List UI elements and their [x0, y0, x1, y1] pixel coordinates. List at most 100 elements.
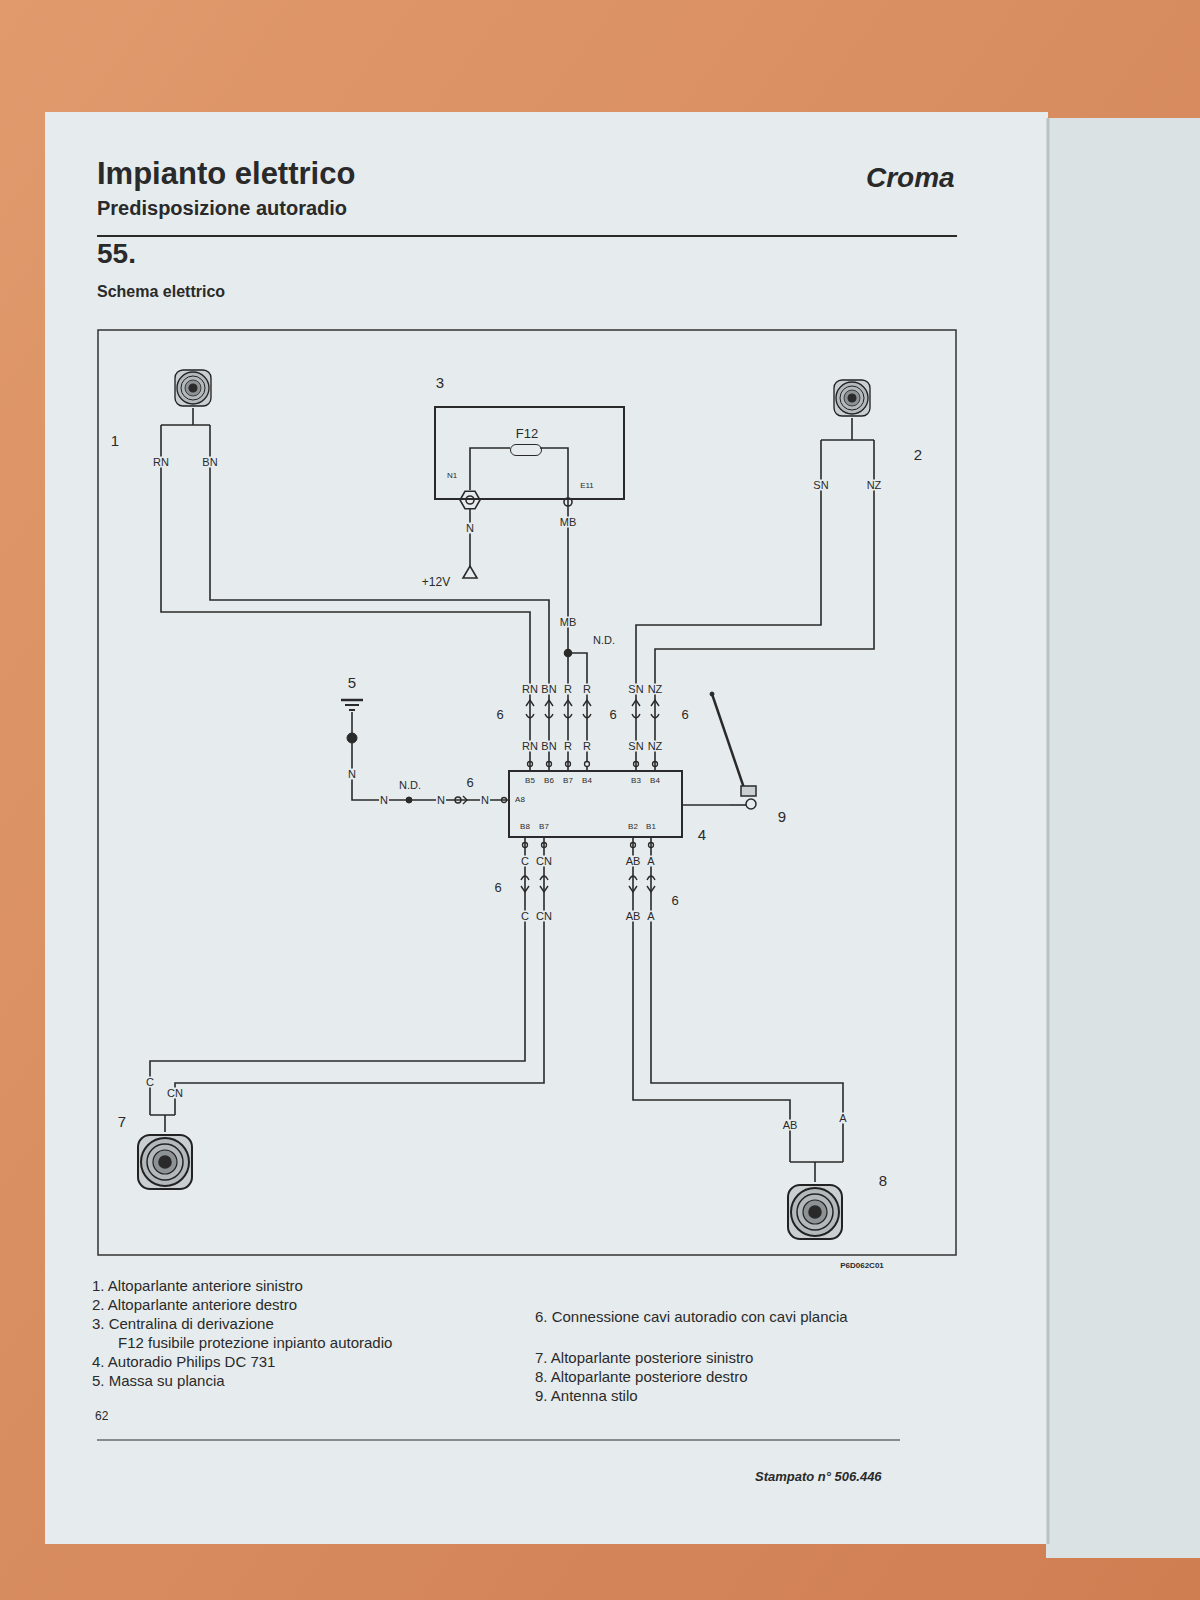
footer-rule — [97, 1440, 900, 1441]
wire-code: AB — [625, 856, 642, 867]
wire — [633, 838, 790, 1150]
wire-code: SN — [812, 480, 829, 491]
callout-number: 6 — [680, 708, 689, 721]
legend-item: F12 fusibile protezione inpianto autorad… — [118, 1335, 392, 1350]
wire-code: RN — [152, 457, 170, 468]
header-rule — [97, 235, 957, 237]
legend-item: 8. Altoparlante posteriore destro — [535, 1369, 748, 1384]
legend-item: 7. Altoparlante posteriore sinistro — [535, 1350, 753, 1365]
wire-code: NZ — [647, 684, 664, 695]
wire-code: C — [520, 911, 530, 922]
callout-number: 9 — [777, 809, 787, 824]
note: N.D. — [398, 780, 422, 791]
wire-code: CN — [535, 911, 553, 922]
wire-code: NZ — [647, 741, 664, 752]
wire — [150, 838, 525, 1103]
wire-code: N — [347, 769, 357, 780]
wire-code: C — [145, 1077, 155, 1088]
wire-code: N — [465, 523, 475, 534]
wire-code: N — [379, 795, 389, 806]
callout-number: 6 — [465, 776, 474, 789]
wire-code: BN — [540, 741, 557, 752]
wire-code: R — [582, 684, 592, 695]
callout-number: 8 — [878, 1173, 888, 1188]
wire-code: CN — [535, 856, 553, 867]
callout-number: 7 — [117, 1114, 127, 1129]
callout-number: 5 — [347, 675, 357, 690]
pin-name: B6 — [543, 777, 555, 785]
callout-number: 3 — [435, 375, 445, 390]
print-code: Stampato n° 506.446 — [755, 1470, 882, 1483]
ground-point: 5 — [340, 696, 364, 750]
wire-code: NZ — [866, 480, 883, 491]
wire-code: N — [436, 795, 446, 806]
wire-code: AB — [625, 911, 642, 922]
wire-code: BN — [540, 684, 557, 695]
wire-code: N — [480, 795, 490, 806]
subtitle: Predisposizione autoradio — [97, 198, 347, 218]
legend-item: 5. Massa su plancia — [92, 1373, 225, 1388]
wire — [567, 500, 569, 770]
radio-pins — [502, 762, 658, 848]
legend-item: 9. Antenna stilo — [535, 1388, 638, 1403]
legend-item: 4. Autoradio Philips DC 731 — [92, 1354, 275, 1369]
callout-number: 6 — [495, 708, 504, 721]
speaker-rear-right: 8 — [772, 1150, 862, 1245]
wire-code: CN — [166, 1088, 184, 1099]
note: N.D. — [592, 635, 616, 646]
wire-code: C — [520, 856, 530, 867]
callout-number: 1 — [110, 433, 120, 448]
pin-name: B3 — [630, 777, 642, 785]
facing-page — [1046, 118, 1200, 1558]
wire — [161, 440, 530, 770]
section-number: 55. — [97, 240, 136, 268]
pin-name: B2 — [627, 823, 639, 831]
wire-code: BN — [201, 457, 218, 468]
voltage-label: +12V — [421, 576, 451, 588]
wire — [210, 440, 549, 770]
page-number: 62 — [95, 1410, 108, 1422]
wire-code: AB — [782, 1120, 799, 1131]
figure-code: P6D062C01 — [839, 1262, 885, 1270]
junction-box: 3F12 — [434, 406, 625, 500]
junction-box-wiring — [460, 448, 572, 578]
brand-name: Croma — [866, 164, 955, 192]
section-heading: Schema elettrico — [97, 284, 225, 300]
wire — [683, 804, 730, 806]
pin-name: N1 — [446, 472, 458, 480]
wire-code: R — [582, 741, 592, 752]
wire — [636, 462, 821, 770]
wire-code: R — [563, 741, 573, 752]
legend-item: 6. Connessione cavi autoradio con cavi p… — [535, 1308, 880, 1327]
wire-code: R — [563, 684, 573, 695]
pin-name: B1 — [645, 823, 657, 831]
callout-number: F12 — [515, 427, 539, 440]
pin-name: B7 — [562, 777, 574, 785]
wire-code: RN — [521, 684, 539, 695]
wire — [651, 838, 843, 1150]
legend-item: 3. Centralina di derivazione — [92, 1316, 274, 1331]
connector-symbols — [455, 700, 659, 892]
wire-code: SN — [627, 684, 644, 695]
wire — [352, 750, 508, 800]
wire-code: MB — [559, 617, 578, 628]
diagram-frame — [98, 330, 956, 1255]
antenna-symbol — [710, 692, 756, 809]
wire-code: A — [646, 856, 655, 867]
speaker-front-left: 1 — [145, 360, 227, 440]
pin-name: B4 — [649, 777, 661, 785]
manual-page — [45, 112, 1048, 1544]
pin-name: B8 — [519, 823, 531, 831]
pin-name: B4 — [581, 777, 593, 785]
speaker-symbols — [138, 370, 874, 1239]
callout-number: 2 — [913, 447, 923, 462]
legend-item: 1. Altoparlante anteriore sinistro — [92, 1278, 303, 1293]
pin-name: E11 — [579, 482, 595, 490]
legend-item: 2. Altoparlante anteriore destro — [92, 1297, 297, 1312]
pin-name: A8 — [514, 796, 526, 804]
wire — [175, 838, 544, 1103]
callout-number: 6 — [608, 708, 617, 721]
callout-number: 6 — [493, 881, 502, 894]
